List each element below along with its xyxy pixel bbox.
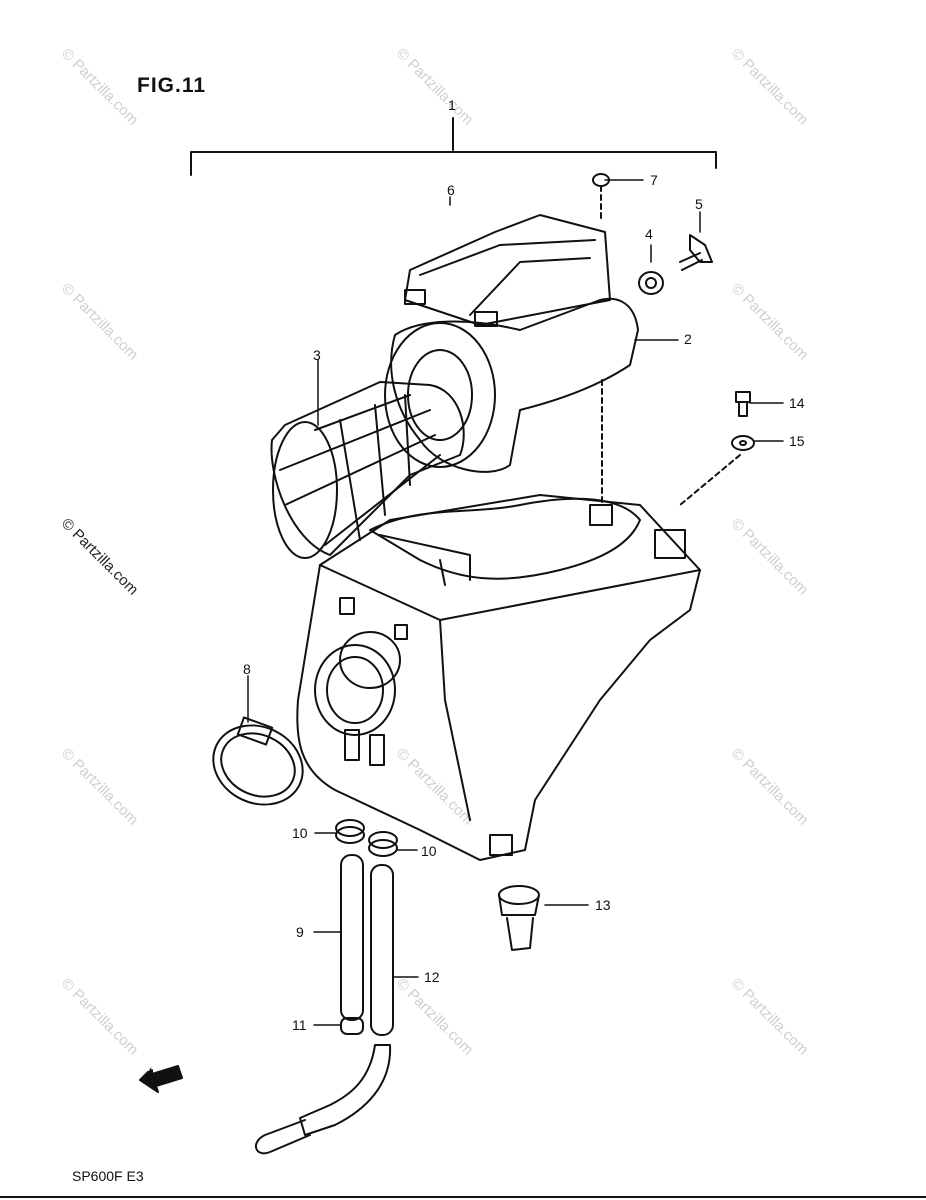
callout-9: 9 [296,924,304,940]
callout-8: 8 [243,661,251,677]
drain-cap [498,885,540,951]
funnel-clamp [212,716,304,806]
grommet [638,271,664,295]
callout-6: 6 [447,182,455,198]
intake-duct [404,214,611,327]
callout-13: 13 [595,897,611,913]
callout-15: 15 [789,433,805,449]
callout-14: 14 [789,395,805,411]
assembly-bracket [190,117,717,176]
air-box-body [296,494,701,861]
callout-10b: 10 [421,843,437,859]
callout-2: 2 [684,331,692,347]
drain-hose-long [370,864,394,1036]
drain-hose [340,854,364,1021]
bottom-rule [0,1196,926,1198]
air-filter-element [270,381,465,559]
bolt [735,391,751,417]
screw [592,173,610,223]
breather-hose [255,1044,392,1155]
hose-clamp [368,831,398,857]
callout-7: 7 [650,172,658,188]
callout-5: 5 [695,196,703,212]
wing-bolt [679,234,713,271]
callout-4: 4 [645,226,653,242]
callout-11: 11 [292,1017,307,1033]
forward-arrow-icon [139,1065,183,1093]
callout-12: 12 [424,969,440,985]
hose-clamp [335,819,365,844]
callout-1: 1 [448,97,456,113]
callout-10a: 10 [292,825,308,841]
washer [731,435,755,451]
callout-3: 3 [313,347,321,363]
figure-title: FIG.11 [137,74,207,97]
model-code: SP600F E3 [72,1168,144,1184]
drain-plug [340,1017,364,1035]
leader-lines [247,179,784,1026]
